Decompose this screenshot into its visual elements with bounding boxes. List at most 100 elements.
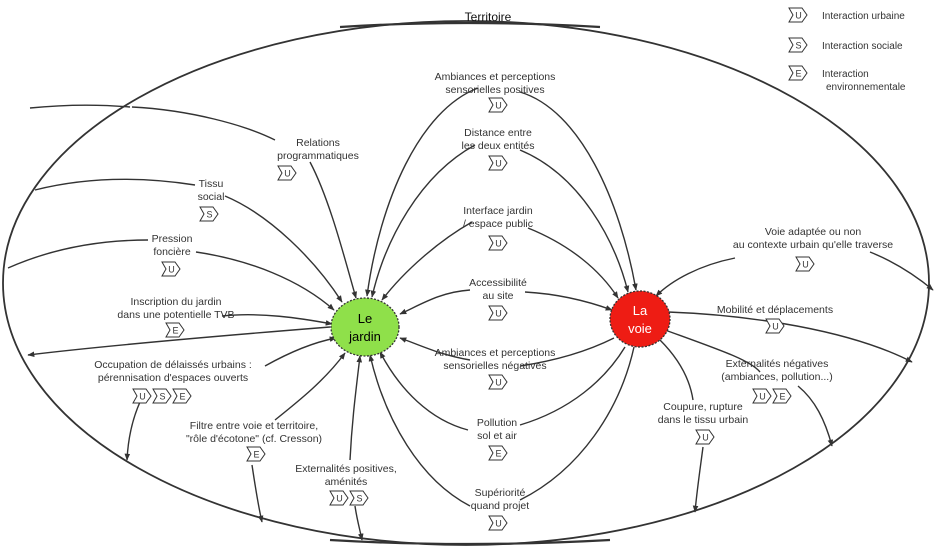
territory-title: Territoire xyxy=(465,10,512,24)
interaction-label-text: au site xyxy=(483,290,514,302)
interaction-tag-e: E xyxy=(246,446,266,462)
interaction-arrow xyxy=(519,337,615,367)
node-la-voie-line-1: La xyxy=(633,303,648,318)
interaction-tag-e: E xyxy=(172,388,192,404)
interaction-tag-u-shape xyxy=(752,388,772,404)
interaction-label-text: sensorielles positives xyxy=(445,84,544,96)
interaction-tag-u: U xyxy=(795,256,815,272)
interaction-tag-s-shape xyxy=(349,490,369,506)
interaction-tag-u-code: U xyxy=(702,433,709,443)
interaction-tag-s: S xyxy=(349,490,369,506)
interaction-label-text: aménités xyxy=(325,476,368,488)
interaction-tag-e-code: E xyxy=(172,326,178,336)
interaction-label-text: "rôle d'écotone" (cf. Cresson) xyxy=(186,433,322,445)
interaction-tag-u-code: U xyxy=(336,494,343,504)
interaction-arrow xyxy=(251,464,264,523)
node-le-jardin-line-2: jardin xyxy=(348,329,381,344)
interaction-tag-u-shape xyxy=(488,97,508,113)
interaction-tag-u-shape xyxy=(488,155,508,171)
interaction-tag-u: U xyxy=(488,235,508,251)
interaction-arrow xyxy=(124,401,141,461)
interaction-label-text: les deux entités xyxy=(462,140,535,152)
interaction-tag-e-code: E xyxy=(779,392,785,402)
interaction-arrow xyxy=(349,355,363,461)
interaction-tag-u-code: U xyxy=(168,265,175,275)
interaction-label-text: Interface jardin xyxy=(463,205,533,217)
interaction-tag-u: U xyxy=(695,429,715,445)
legend-label: environnementale xyxy=(826,82,906,93)
interaction-arrow xyxy=(667,311,913,363)
territory-boundary-accent xyxy=(339,21,601,29)
interaction-arrow xyxy=(7,239,149,269)
node-le-jardin: Le jardin xyxy=(330,297,400,357)
legend-tag-s: S xyxy=(788,37,808,53)
interaction-tag-u: U xyxy=(488,374,508,390)
interaction-tag-s-code: S xyxy=(159,392,165,402)
interaction-arrow xyxy=(381,221,473,301)
interaction-label-text: quand projet xyxy=(471,500,529,512)
interaction-tag-u: U xyxy=(329,490,349,506)
legend-tag-u: U xyxy=(788,7,808,23)
interaction-label-text: au contexte urbain qu'elle traverse xyxy=(733,239,893,251)
interaction-arrow xyxy=(519,346,635,501)
interaction-arrow xyxy=(354,505,364,541)
interaction-label-text: social xyxy=(198,191,225,203)
interaction-arrow xyxy=(869,251,934,291)
interaction-label-text: dans une potentielle TVB xyxy=(117,309,234,321)
interaction-tag-e-shape xyxy=(772,388,792,404)
legend-label: Interaction urbaine xyxy=(822,11,905,22)
interaction-tag-e: E xyxy=(488,445,508,461)
interaction-arrow xyxy=(309,161,357,299)
interaction-tag-u: U xyxy=(752,388,772,404)
interaction-arrow xyxy=(519,346,626,426)
interaction-tag-e-code: E xyxy=(179,392,185,402)
interaction-tag-u-code: U xyxy=(495,239,502,249)
interaction-tag-u-code: U xyxy=(139,392,146,402)
interaction-tag-e-shape xyxy=(246,446,266,462)
interaction-tag-u: U xyxy=(488,97,508,113)
interaction-label-text: dans le tissu urbain xyxy=(658,414,749,426)
interaction-label-occupation: Occupation de délaissés urbains :pérenni… xyxy=(94,359,252,404)
interaction-label-text: Occupation de délaissés urbains : xyxy=(94,359,252,371)
interaction-label-text: Pression xyxy=(152,233,193,245)
legend-label: Interaction sociale xyxy=(822,41,903,52)
interaction-tag-s-shape xyxy=(199,206,219,222)
interaction-arrow xyxy=(368,354,471,507)
interaction-tag-u-shape xyxy=(161,261,181,277)
interaction-arrow xyxy=(29,104,131,109)
legend-tag-s-code: S xyxy=(795,41,801,51)
interaction-label-text: Tissu xyxy=(199,178,224,190)
interaction-tag-e: E xyxy=(165,322,185,338)
interaction-arrow xyxy=(27,326,331,358)
interaction-arrow xyxy=(365,87,479,297)
interaction-tag-u-shape xyxy=(488,235,508,251)
interaction-tag-s: S xyxy=(152,388,172,404)
interaction-label-text: Relations xyxy=(296,137,340,149)
interaction-tag-u-shape xyxy=(695,429,715,445)
interaction-label-text: foncière xyxy=(153,246,191,258)
interaction-arrow xyxy=(131,106,276,141)
interaction-label-text: (ambiances, pollution...) xyxy=(721,371,832,383)
territory-boundary xyxy=(2,20,930,546)
interaction-tag-u-code: U xyxy=(802,260,809,270)
legend-label: Interaction xyxy=(822,69,869,80)
interaction-tag-u-shape xyxy=(132,388,152,404)
interaction-arrow xyxy=(195,251,335,311)
interaction-arrow xyxy=(399,337,471,361)
legend-tag-e-shape xyxy=(788,65,808,81)
legend-tag-e: E xyxy=(788,65,808,81)
node-la-voie: La voie xyxy=(609,290,671,348)
interaction-arrow xyxy=(264,336,337,367)
interaction-tag-u-shape xyxy=(795,256,815,272)
